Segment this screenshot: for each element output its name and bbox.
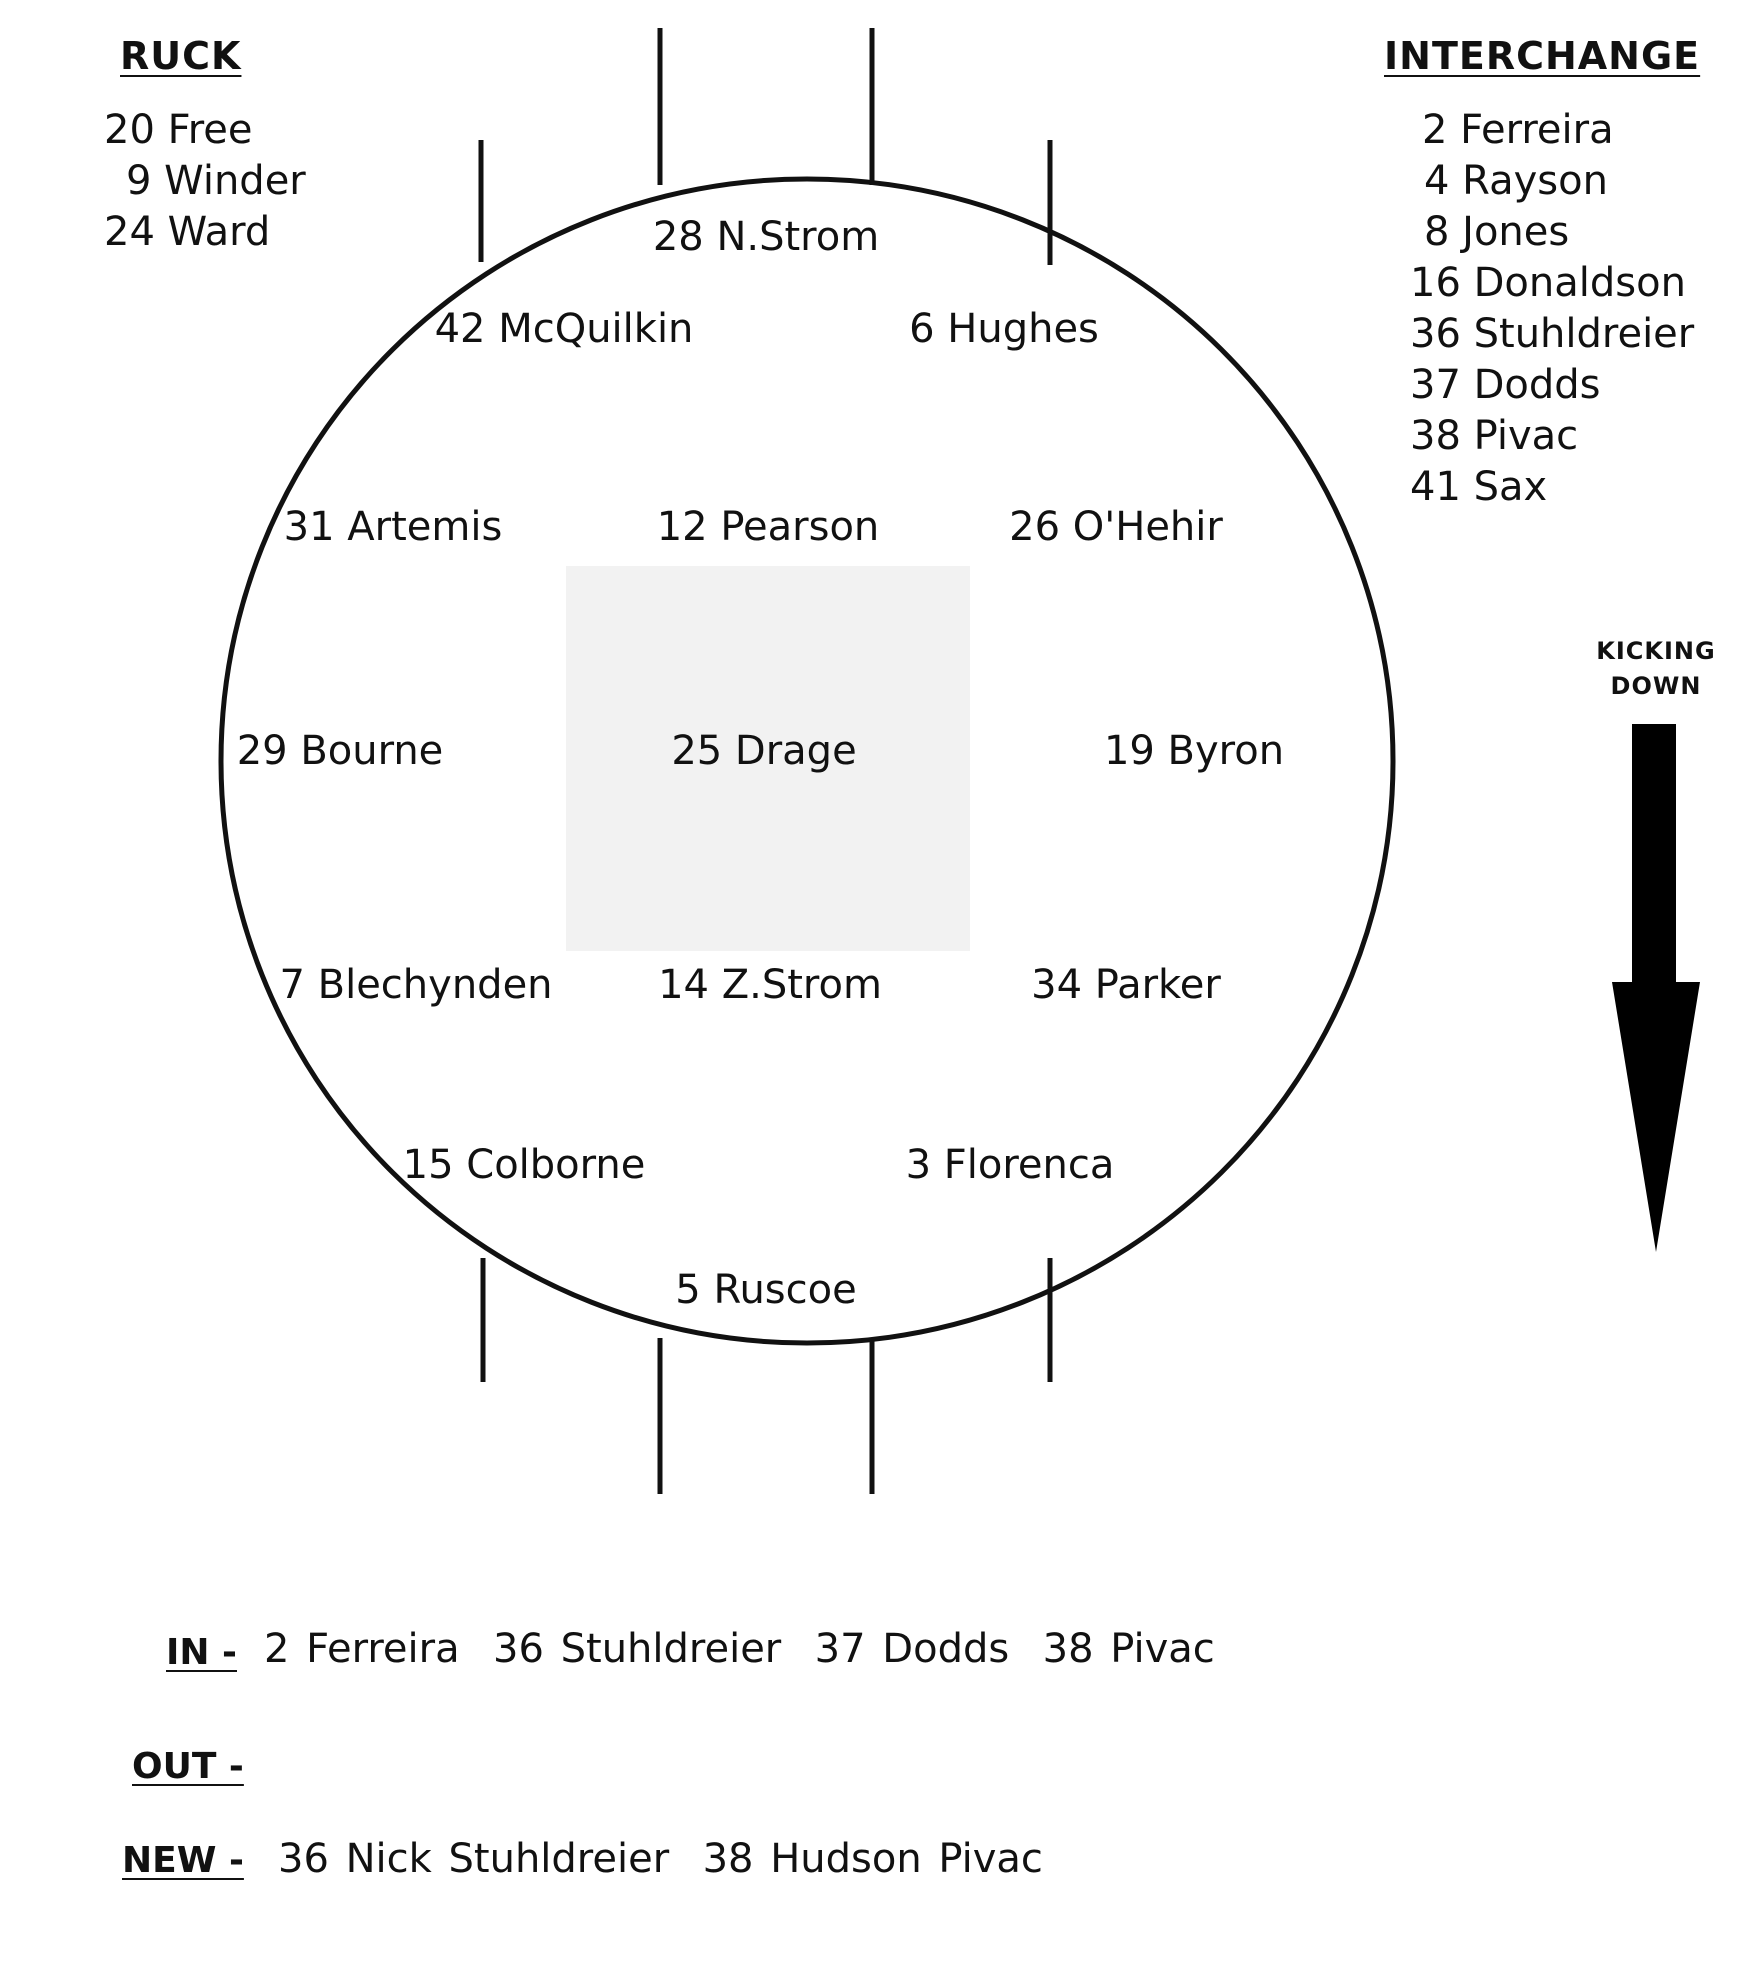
interchange-player: 16 Donaldson bbox=[1410, 260, 1686, 306]
interchange-player: 37 Dodds bbox=[1410, 362, 1601, 408]
field-player-full-back: 5 Ruscoe bbox=[675, 1267, 857, 1313]
interchange-player: 4 Rayson bbox=[1424, 158, 1608, 204]
field-player-half-forward-right: 26 O'Hehir bbox=[1009, 504, 1223, 550]
field-player-full-forward: 28 N.Strom bbox=[652, 214, 880, 260]
kicking-label-line1: KICKING bbox=[1596, 637, 1716, 665]
new-players: 36 Nick Stuhldreier 38 Hudson Pivac bbox=[278, 1836, 1043, 1882]
kicking-label-line2: DOWN bbox=[1610, 672, 1702, 700]
field-player-half-forward-left: 31 Artemis bbox=[283, 504, 503, 550]
ruck-heading: RUCK bbox=[120, 34, 242, 78]
interchange-player: 2 Ferreira bbox=[1422, 107, 1614, 153]
field-player-half-back-left: 7 Blechynden bbox=[279, 962, 553, 1008]
field-player-back-pocket-right: 3 Florenca bbox=[905, 1142, 1115, 1188]
ruck-player: 20 Free bbox=[104, 107, 253, 153]
kicking-direction-label: KICKING DOWN bbox=[1576, 634, 1736, 704]
interchange-heading: INTERCHANGE bbox=[1384, 34, 1701, 78]
field-player-back-pocket-left: 15 Colborne bbox=[402, 1142, 646, 1188]
interchange-player: 38 Pivac bbox=[1410, 413, 1579, 459]
in-players: 2 Ferreira 36 Stuhldreier 37 Dodds 38 Pi… bbox=[264, 1626, 1215, 1672]
out-label: OUT - bbox=[132, 1746, 244, 1787]
ruck-player: 24 Ward bbox=[104, 209, 271, 255]
interchange-player: 41 Sax bbox=[1410, 464, 1548, 510]
field-player-centre-half-forward: 12 Pearson bbox=[656, 504, 880, 550]
ruck-player: 9 Winder bbox=[126, 158, 306, 204]
field-player-forward-pocket-left: 42 McQuilkin bbox=[434, 306, 694, 352]
field-boundary bbox=[218, 176, 1396, 1346]
in-label: IN - bbox=[166, 1632, 237, 1673]
interchange-player: 36 Stuhldreier bbox=[1410, 311, 1695, 357]
field-player-forward-pocket-right: 6 Hughes bbox=[909, 306, 1099, 352]
interchange-player: 8 Jones bbox=[1424, 209, 1570, 255]
field-player-wing-right: 19 Byron bbox=[1103, 728, 1285, 774]
field-player-half-back-right: 34 Parker bbox=[1031, 962, 1221, 1008]
field-player-centre-half-back: 14 Z.Strom bbox=[658, 962, 882, 1008]
field-player-wing-left: 29 Bourne bbox=[236, 728, 444, 774]
centre-square bbox=[566, 566, 970, 951]
field-player-centre: 25 Drage bbox=[671, 728, 857, 774]
kicking-direction-arrow bbox=[1612, 724, 1700, 1252]
new-label: NEW - bbox=[122, 1840, 244, 1881]
